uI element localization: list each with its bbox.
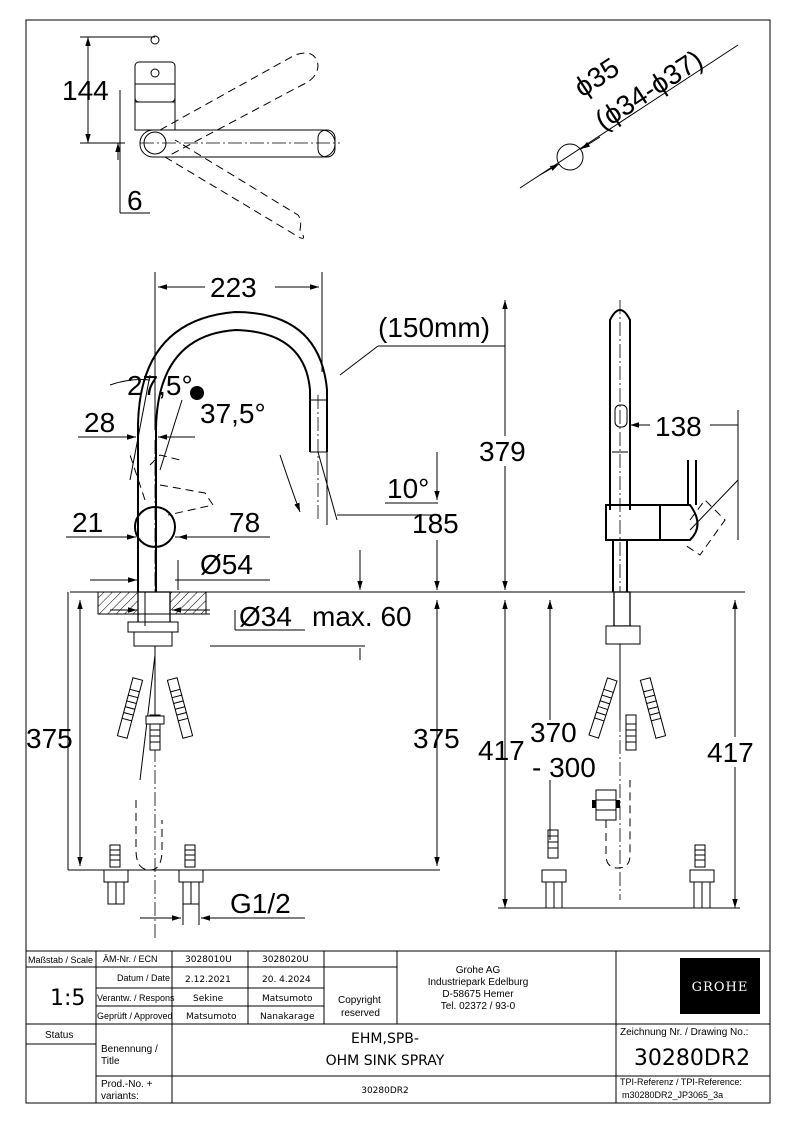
hose-weight bbox=[592, 789, 620, 821]
prod-no: 30280DR2 bbox=[361, 1086, 409, 1096]
dim-185: 185 bbox=[412, 508, 459, 539]
ecn-label: ÄM-Nr. / ECN bbox=[103, 954, 158, 964]
prod-label-2: variants: bbox=[101, 1091, 139, 1102]
dim-angle-10: 10° bbox=[387, 473, 429, 504]
hole-detail: ϕ35 (ϕ34-ϕ37) bbox=[519, 44, 739, 189]
side-view: 138 379 bbox=[478, 300, 763, 909]
valve-connector-side-left bbox=[541, 829, 567, 909]
valve-connector-side-right bbox=[689, 844, 715, 909]
appr-1: Matsumoto bbox=[186, 1012, 237, 1022]
top-view: 144 6 bbox=[62, 35, 340, 239]
resp-2: Matsumoto bbox=[262, 994, 313, 1004]
title-block: GROHE Maßstab / Scale 1:5 ÄM-Nr. / ECN 3… bbox=[25, 950, 771, 1104]
dim-138: 138 bbox=[655, 411, 702, 442]
drawing-no: 30280DR2 bbox=[634, 1046, 750, 1071]
dim-angle-27-5: 27,5° bbox=[127, 370, 193, 401]
scale-value: 1:5 bbox=[50, 986, 85, 1011]
drawing-no-label: Zeichnung Nr. / Drawing No.: bbox=[620, 1027, 748, 1038]
tpi-label: TPI-Referenz / TPI-Reference: bbox=[620, 1077, 742, 1087]
dim-370: 370 bbox=[530, 717, 577, 748]
dim-hose-150: (150mm) bbox=[378, 312, 490, 343]
dim-375-left: 375 bbox=[26, 723, 73, 754]
dim-417-right: 417 bbox=[707, 737, 754, 768]
dim-6: 6 bbox=[127, 185, 143, 216]
grohe-logo-box bbox=[680, 958, 760, 1014]
company-address-1: Industriepark Edelburg bbox=[428, 977, 529, 988]
ecn-1: 3028010U bbox=[185, 955, 232, 965]
dim-223: 223 bbox=[210, 272, 257, 303]
company-phone: Tel. 02372 / 93-0 bbox=[441, 1001, 516, 1012]
dim-g1-2: G1/2 bbox=[230, 888, 291, 919]
appr-label: Geprüft / Approved bbox=[97, 1011, 173, 1021]
ecn-2: 3028020U bbox=[262, 955, 309, 965]
valve-connector-mid bbox=[178, 844, 204, 905]
valve-connector-left bbox=[103, 844, 129, 905]
grohe-logo: GROHE bbox=[692, 980, 749, 995]
dim-144: 144 bbox=[62, 75, 109, 106]
dim-379: 379 bbox=[479, 436, 526, 467]
date-2: 20. 4.2024 bbox=[262, 975, 311, 985]
title-label-2: Title bbox=[101, 1056, 120, 1067]
dim-diameter-34: Ø34 bbox=[239, 601, 292, 632]
front-view: 223 (150mm) 27,5° 37,5° 28 bbox=[26, 272, 745, 940]
status-label: Status bbox=[45, 1030, 73, 1041]
date-1: 2.12.2021 bbox=[185, 975, 231, 985]
dim-417-left: 417 bbox=[478, 735, 525, 766]
appr-2: Nanakarage bbox=[260, 1012, 315, 1022]
dim-78: 78 bbox=[229, 507, 260, 538]
title-label-1: Benennung / bbox=[101, 1044, 158, 1055]
scale-label: Maßstab / Scale bbox=[28, 955, 93, 965]
dim-28: 28 bbox=[84, 407, 115, 438]
dim-375-right: 375 bbox=[413, 723, 460, 754]
tpi-ref: m30280DR2_JP3065_3a bbox=[622, 1090, 723, 1100]
copyright-1: Copyright bbox=[338, 995, 381, 1006]
resp-1: Sekine bbox=[193, 994, 224, 1004]
dim-diameter-54: Ø54 bbox=[200, 549, 253, 580]
dim-21: 21 bbox=[72, 507, 103, 538]
prod-label-1: Prod.-No. + bbox=[101, 1079, 153, 1090]
resp-label: Verantw. / Respons bbox=[97, 993, 175, 1003]
title-line-1: EHM,SPB- bbox=[351, 1031, 419, 1047]
company-name: Grohe AG bbox=[456, 965, 501, 976]
company-address-2: D-58675 Hemer bbox=[442, 989, 514, 1000]
dim-max-60: max. 60 bbox=[312, 601, 412, 632]
title-line-2: OHM SINK SPRAY bbox=[326, 1053, 445, 1069]
hose-left-group bbox=[116, 677, 194, 751]
copyright-2: reserved bbox=[341, 1008, 380, 1019]
dim-angle-37-5: 37,5° bbox=[200, 398, 266, 429]
date-label: Datum / Date bbox=[117, 973, 170, 983]
dim-minus-300: - 300 bbox=[532, 752, 596, 783]
